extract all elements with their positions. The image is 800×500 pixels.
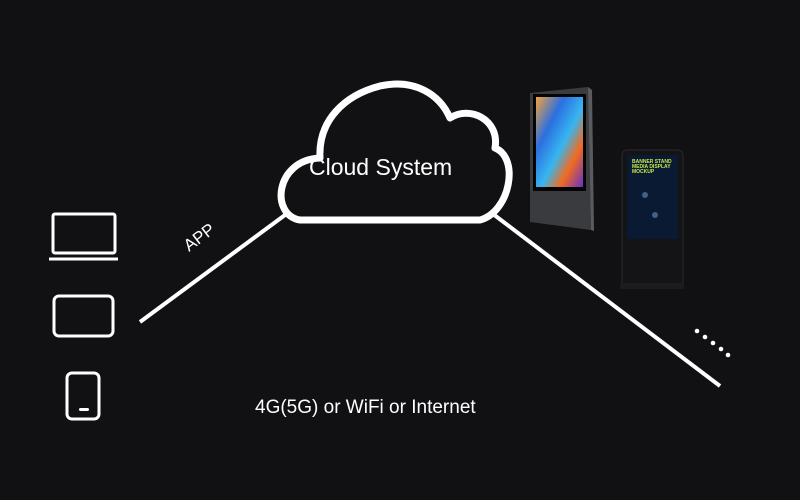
ellipsis-dots-icon — [694, 328, 731, 358]
laptop-icon — [49, 212, 118, 261]
cloud-icon — [277, 80, 513, 224]
network-label: 4G(5G) or WiFi or Internet — [255, 397, 476, 418]
phone-icon — [65, 371, 101, 421]
kiosk-screen-text: BANNER STAND MEDIA DISPLAY MOCKUP — [632, 159, 672, 175]
kiosk-image — [620, 149, 684, 289]
cloud-system-label: Cloud System — [309, 154, 453, 180]
network-connection-line — [491, 212, 722, 388]
app-connection-line — [138, 213, 287, 324]
wall-display-image — [530, 87, 594, 231]
tablet-icon — [52, 294, 115, 338]
